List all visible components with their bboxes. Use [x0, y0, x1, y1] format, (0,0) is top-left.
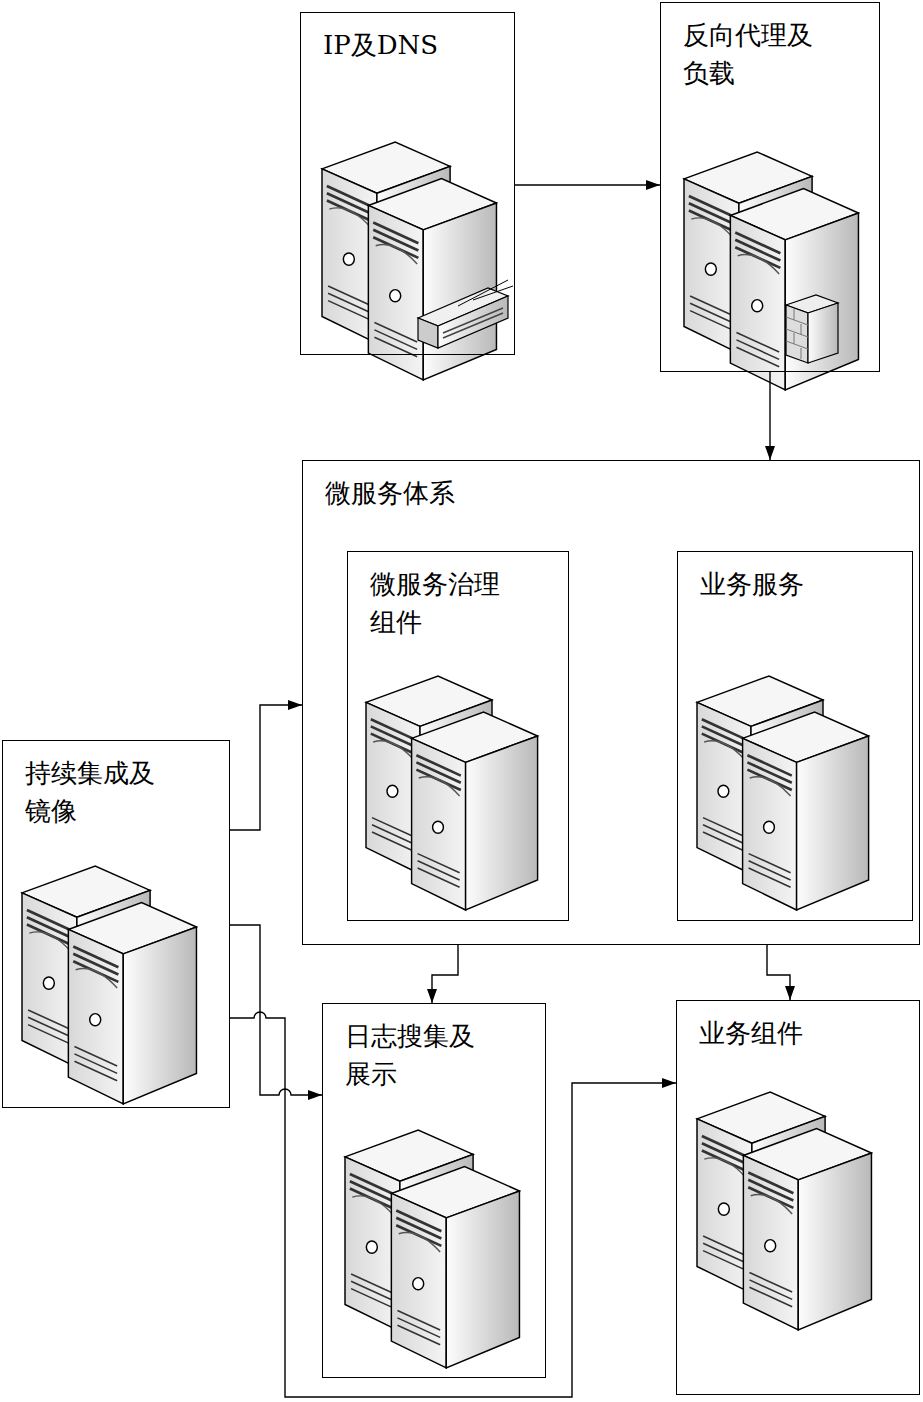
server-icon: [322, 142, 496, 380]
arrow-connector: [432, 945, 458, 1003]
server-box: 持续集成及 镜像: [2, 740, 230, 1108]
server-box: 微服务治理 组件: [347, 551, 569, 921]
server-box: 微服务体系微服务治理 组件 业务服务: [302, 460, 920, 945]
server-box: 业务组件: [676, 1000, 920, 1395]
box-title: 反向代理及 负载: [683, 17, 823, 92]
box-title: 微服务体系: [325, 475, 625, 513]
arrow-connector: [230, 1012, 676, 1397]
box-title: 微服务治理 组件: [370, 566, 530, 641]
box-title: 日志搜集及 展示: [345, 1018, 485, 1093]
firewall-icon: [786, 295, 838, 363]
network-switch-icon: [418, 280, 513, 348]
box-title: 业务服务: [700, 566, 880, 604]
arrow-connector: [769, 372, 770, 460]
server-icon: [697, 1092, 871, 1330]
server-box: 日志搜集及 展示: [322, 1003, 546, 1378]
server-icon: [366, 676, 538, 910]
server-box: IP及DNS: [300, 12, 515, 355]
box-title: IP及DNS: [323, 27, 503, 65]
server-box: 反向代理及 负载: [660, 2, 880, 372]
server-icon: [697, 676, 869, 910]
box-title: 业务组件: [699, 1015, 879, 1053]
arrow-connector: [515, 184, 660, 185]
server-icon: [684, 152, 858, 390]
arrow-connector: [767, 945, 790, 1000]
arrow-connector: [230, 925, 322, 1095]
server-icon: [22, 866, 196, 1104]
box-title: 持续集成及 镜像: [25, 755, 165, 830]
server-icon: [345, 1130, 519, 1368]
server-box: 业务服务: [677, 551, 913, 921]
arrow-connector: [230, 705, 302, 830]
